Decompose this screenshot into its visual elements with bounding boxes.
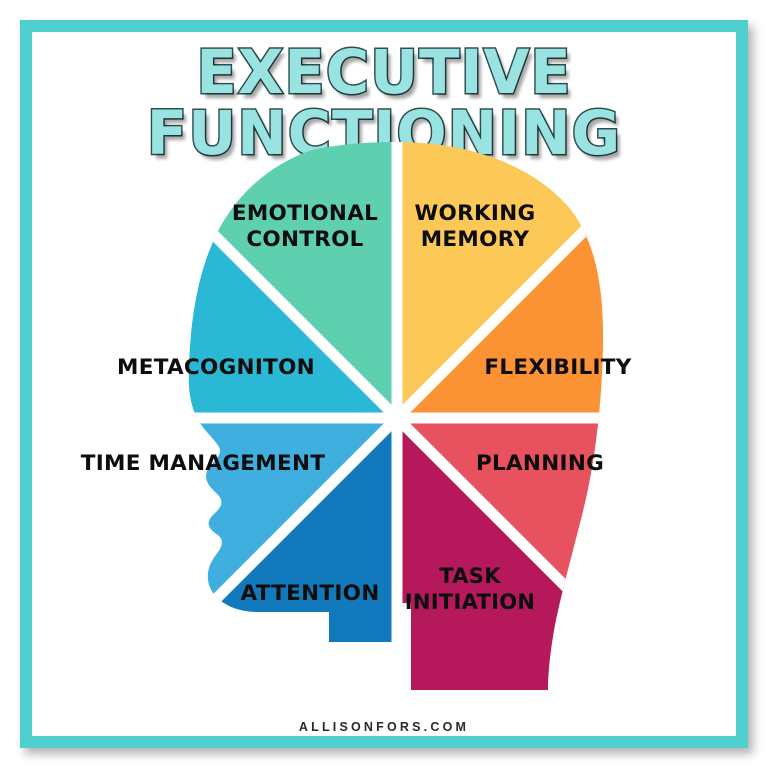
label-emotional-control-line2: CONTROL bbox=[246, 227, 363, 252]
head-silhouette-group bbox=[77, 142, 717, 690]
slice-metacogniton[interactable] bbox=[77, 192, 397, 418]
label-emotional-control-line1: EMOTIONAL bbox=[232, 201, 378, 226]
attribution-text: ALLISONFORS.COM bbox=[298, 720, 470, 734]
label-task-initiation-line1: TASK bbox=[439, 564, 501, 588]
label-attention: ATTENTION bbox=[240, 581, 379, 606]
label-working-memory-line2: MEMORY bbox=[421, 227, 530, 252]
label-time-management: TIME MANAGEMENT bbox=[81, 451, 326, 476]
slice-flexibility[interactable] bbox=[397, 192, 717, 418]
label-working-memory-line1: WORKING bbox=[415, 201, 536, 226]
slice-planning[interactable] bbox=[397, 418, 717, 645]
label-planning: PLANNING bbox=[476, 451, 604, 476]
slice-label-group: EMOTIONAL CONTROL WORKING MEMORY METACOG… bbox=[81, 201, 632, 614]
center-hub bbox=[388, 409, 406, 427]
label-task-initiation-line2: INITIATION bbox=[405, 590, 536, 614]
label-flexibility: FLEXIBILITY bbox=[484, 355, 631, 380]
label-metacogniton: METACOGNITON bbox=[117, 355, 315, 380]
slice-time-management[interactable] bbox=[77, 418, 397, 645]
footer: ALLISONFORS.COM bbox=[0, 718, 768, 736]
